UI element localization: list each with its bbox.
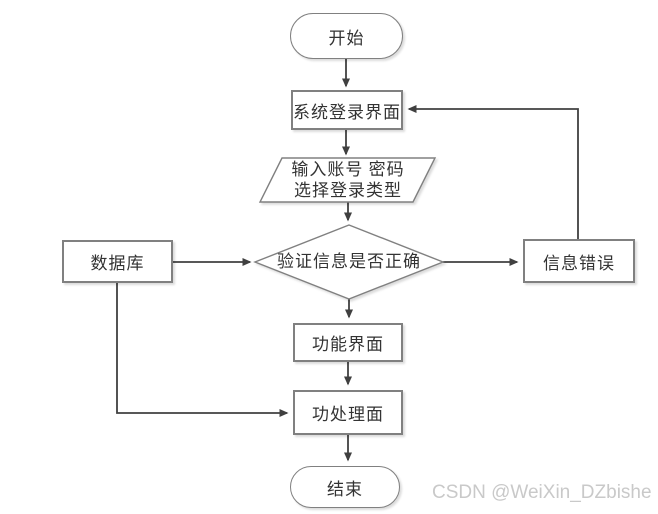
node-input-label-line1: 输入账号 密码	[291, 160, 405, 179]
node-verify-label: 验证信息是否正确	[277, 252, 421, 271]
node-function-label: 功能界面	[312, 335, 384, 354]
node-login-label: 系统登录界面	[293, 102, 401, 122]
node-database: 数据库	[62, 240, 173, 283]
node-function-screen: 功能界面	[293, 323, 403, 362]
node-info-error-label: 信息错误	[543, 253, 615, 273]
watermark: CSDN @WeiXin_DZbishe	[432, 482, 652, 503]
node-login-screen: 系统登录界面	[291, 90, 403, 130]
edge-database-to-process	[116, 283, 289, 417]
node-start-label: 开始	[328, 28, 365, 48]
node-input-parallelogram	[258, 157, 437, 203]
node-input-label-line2: 选择登录类型	[294, 181, 402, 200]
edge-error-to-login	[407, 105, 579, 239]
node-verify-diamond	[253, 224, 445, 300]
node-start: 开始	[290, 13, 403, 59]
node-info-error: 信息错误	[523, 239, 635, 283]
node-process-screen: 功处理面	[293, 390, 403, 435]
node-end: 结束	[290, 466, 400, 508]
node-database-label: 数据库	[90, 254, 145, 273]
node-end-label: 结束	[327, 479, 363, 499]
node-process-label: 功处理面	[312, 405, 384, 424]
node-input-label: 输入账号 密码 选择登录类型	[270, 159, 426, 201]
